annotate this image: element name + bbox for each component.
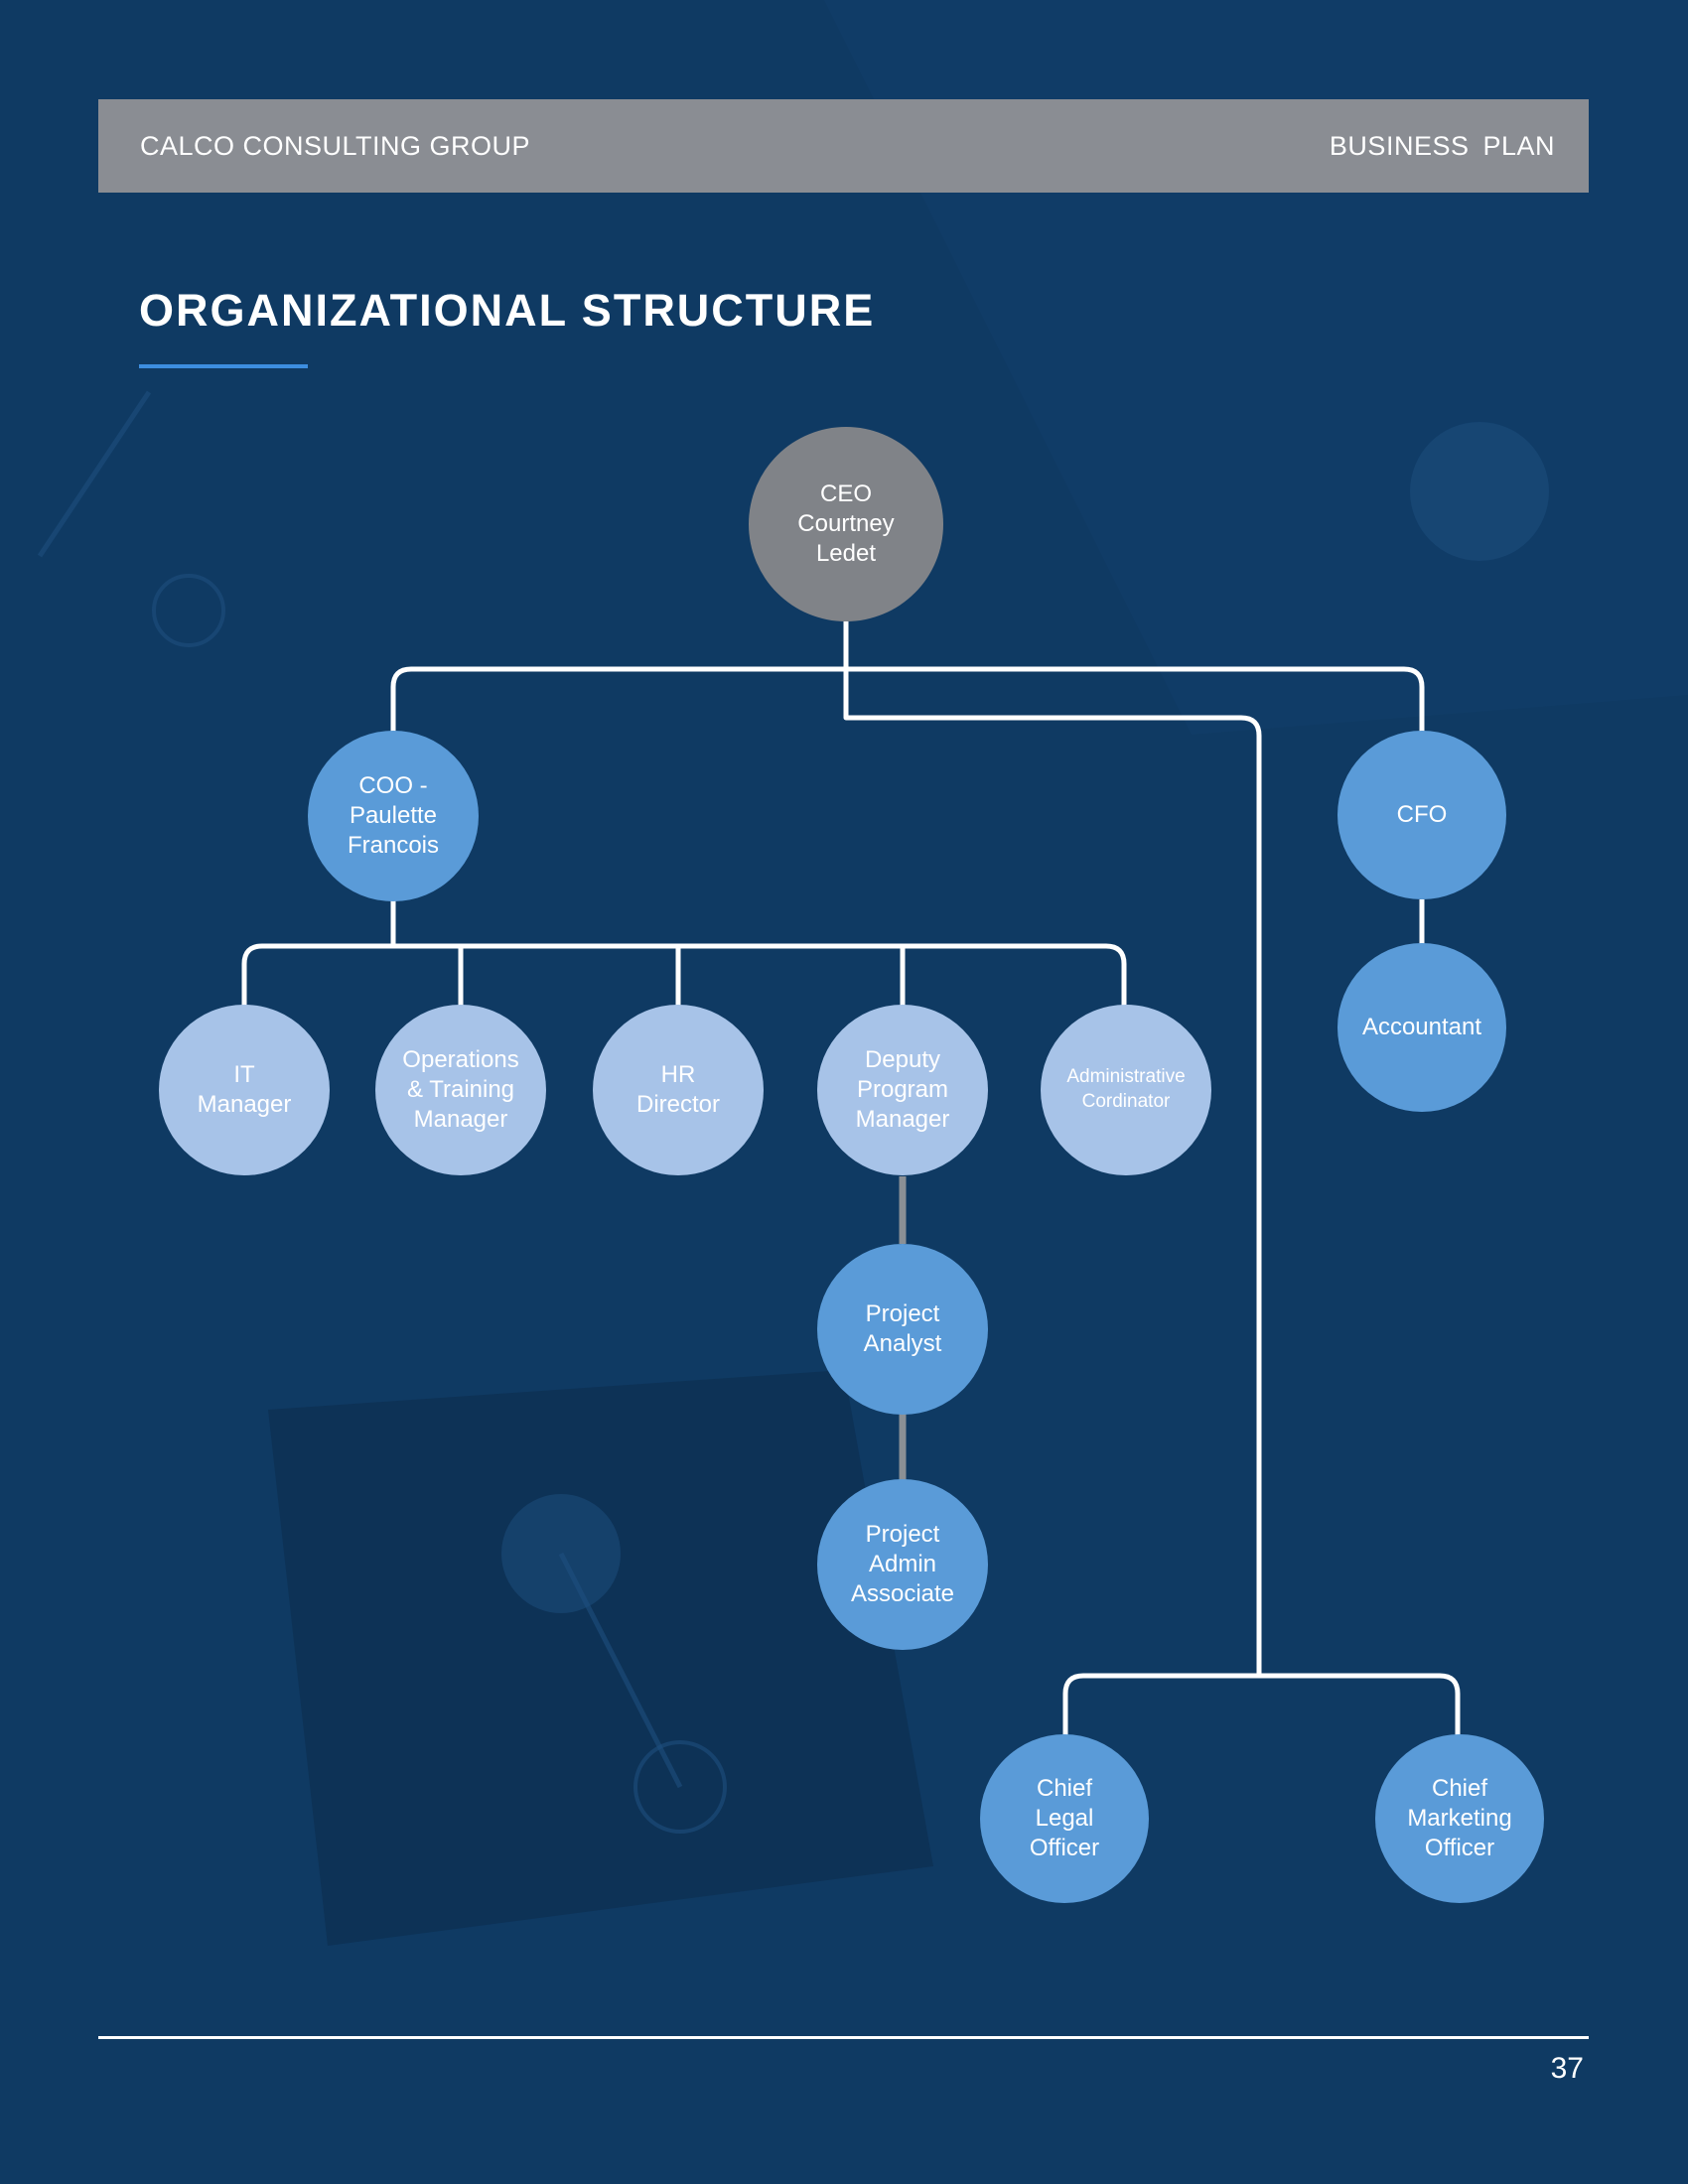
user-icon-decoration — [1410, 422, 1549, 561]
node-project-admin-associate: Project Admin Associate — [817, 1479, 988, 1650]
node-project-analyst: Project Analyst — [817, 1244, 988, 1415]
connector-coo-cfo-bus — [390, 666, 1425, 733]
connector-ceo-chiefs — [843, 669, 1262, 1676]
node-administrative-cordinator: Administrative Cordinator — [1041, 1005, 1211, 1175]
node-chief-marketing-officer: Chief Marketing Officer — [1375, 1734, 1544, 1903]
page-number: 37 — [1550, 2052, 1584, 2085]
connector-staff-bus — [241, 943, 1127, 1006]
node-operations-training-manager: Operations & Training Manager — [375, 1005, 546, 1175]
company-name: CALCO CONSULTING GROUP — [140, 131, 531, 161]
node-chief-legal-officer: Chief Legal Officer — [980, 1734, 1149, 1903]
node-ceo: CEO Courtney Ledet — [749, 427, 943, 621]
footer-rule — [98, 2036, 1589, 2039]
page-title: ORGANIZATIONAL STRUCTURE — [139, 285, 876, 336]
node-coo: COO - Paulette Francois — [308, 731, 479, 901]
node-accountant: Accountant — [1337, 943, 1506, 1112]
connector-chiefs-bus — [1062, 1673, 1461, 1735]
document-type: BUSINESS PLAN — [1329, 131, 1555, 161]
node-cfo: CFO — [1337, 731, 1506, 899]
node-deputy-program-manager: Deputy Program Manager — [817, 1005, 988, 1175]
header-bar: CALCO CONSULTING GROUP BUSINESS PLAN — [98, 99, 1589, 193]
node-hr-director: HR Director — [593, 1005, 764, 1175]
node-it-manager: IT Manager — [159, 1005, 330, 1175]
title-underline — [139, 364, 308, 368]
